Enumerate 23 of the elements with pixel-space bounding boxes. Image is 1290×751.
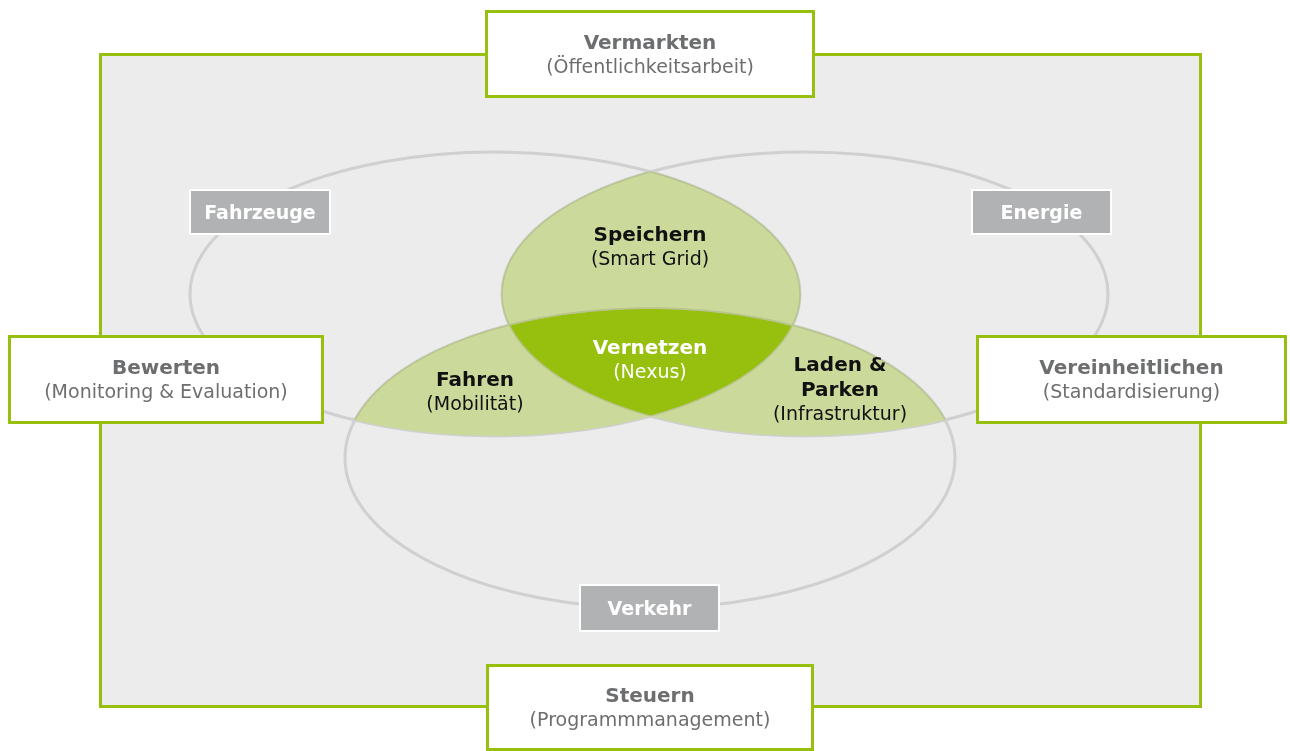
- region-subtitle: (Infrastruktur): [772, 402, 908, 426]
- label-box: [486, 664, 814, 751]
- region-subtitle: (Smart Grid): [590, 247, 710, 271]
- box-subtitle: (Programmmanagement): [529, 708, 771, 732]
- box-subtitle: (Öffentlichkeitsarbeit): [546, 54, 754, 79]
- region-subtitle: (Mobilität): [426, 392, 524, 416]
- box-title: Vereinheitlichen: [1039, 355, 1224, 381]
- region-title: Laden & Parken: [792, 352, 888, 402]
- category-tag: Verkehr: [579, 584, 720, 632]
- region-title: Fahren: [436, 367, 514, 392]
- label-box: [8, 335, 324, 424]
- label-box: [485, 10, 815, 98]
- box-subtitle: (Monitoring & Evaluation): [44, 380, 288, 404]
- box-title: Steuern: [605, 683, 695, 709]
- label-box: [976, 335, 1287, 424]
- region-title: Vernetzen: [592, 335, 708, 360]
- region-title: Speichern: [593, 222, 707, 247]
- category-tag: Energie: [971, 189, 1112, 235]
- category-tag: Fahrzeuge: [189, 189, 331, 235]
- box-title: Bewerten: [111, 355, 221, 381]
- region-subtitle: (Nexus): [613, 360, 687, 384]
- box-subtitle: (Standardisierung): [1042, 380, 1221, 404]
- box-title: Vermarkten: [583, 29, 717, 55]
